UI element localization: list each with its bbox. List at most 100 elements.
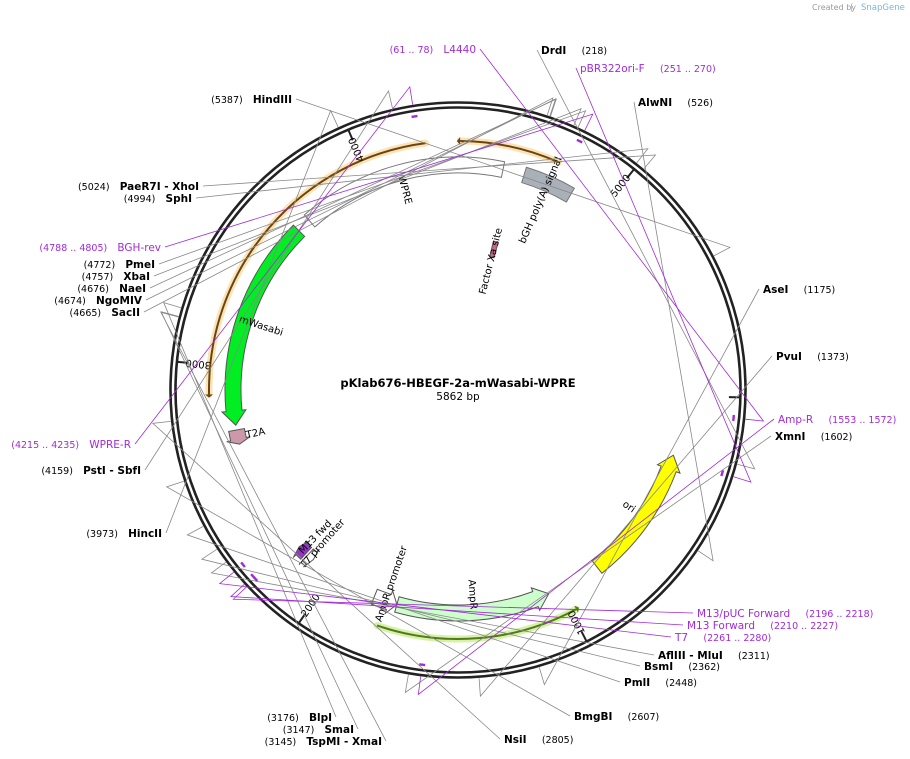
primer-t7[interactable]: T7 (2261 .. 2280) [674,626,771,645]
primer-name-pbr322ori-f: pBR322ori-F [580,63,645,75]
site-leader-pmli [186,526,621,683]
site-nsii[interactable]: NsiI (2805) [504,728,573,747]
site-alwni[interactable]: AlwNI (526) [638,91,713,110]
site-leader-psti-sbfi [144,89,393,471]
site-pos-bsmi: (2362) [688,662,720,673]
site-name-drdi: DrdI [541,45,566,57]
tick-mark-4000 [347,128,354,141]
site-name-paer7i-xhoi: PaeR7I - XhoI [120,181,199,193]
AmpR-primer-arc [376,608,577,640]
plasmid-name: pKlab676-HBEGF-2a-mWasabi-WPRE [340,376,575,390]
site-leader-nsii [151,421,501,740]
site-pos-xbai: (4757) [82,272,114,283]
backbone-inner-strand [174,106,742,674]
primer-name-m13-puc-forward: M13/pUC Forward [697,608,790,620]
primer-pbr322ori-f[interactable]: pBR322ori-F (251 .. 270) [580,57,716,76]
plasmid-length: 5862 bp [436,391,480,403]
primer-labels: (61 .. 78) L4440 pBR322ori-F (251 .. 270)… [11,38,896,645]
site-pmli[interactable]: PmlI (2448) [624,671,697,690]
primer-name-wpre-r: WPRE-R [89,439,131,451]
tick-label-1000: 1000 [567,608,588,636]
feature-M13-fwd[interactable] [292,540,313,560]
site-sacii[interactable]: (4665) SacII [70,301,140,320]
feature-T2A[interactable] [226,427,251,445]
site-drdi[interactable]: DrdI (218) [541,39,607,58]
site-xmni[interactable]: XmnI (1602) [775,425,852,444]
site-leader-sacii [143,97,554,313]
site-paer7i-xhoi[interactable]: (5024) PaeR7I - XhoI [78,175,199,194]
site-leader-hindiii [295,98,731,257]
site-pmei[interactable]: (4772) PmeI [84,253,155,272]
primer-bgh-rev[interactable]: (4788 .. 4805) BGH-rev [39,236,161,255]
primer-name-amp-r: Amp-R [778,414,813,426]
tick-mark-3000 [176,360,189,364]
feature-Factor-Xa[interactable] [489,240,499,259]
credit-text: Created by [812,3,856,12]
site-psti-sbfi[interactable]: (4159) PstI - SbfI [41,459,141,478]
site-hindiii[interactable]: (5387) HindIII [211,88,292,107]
site-leader-tspmi-xmai [160,311,387,742]
site-name-psti-sbfi: PstI - SbfI [83,465,141,477]
tick-label-2000: 2000 [300,592,323,619]
site-pos-pmli: (2448) [665,678,697,689]
primer-mark-pbr322ori-f [720,469,725,477]
site-pos-nsii: (2805) [542,735,574,746]
site-bsmi[interactable]: BsmI (2362) [644,655,720,674]
feature-bGH-polyA[interactable] [521,166,576,203]
site-afliii-mlui[interactable]: AflIII - MluI (2311) [658,644,770,663]
primer-pos-wpre-r: (4215 .. 4235) [11,440,79,451]
primer-pos-bgh-rev: (4788 .. 4805) [39,243,107,254]
site-hincii[interactable]: (3973) HincII [86,522,162,541]
site-ngomiv[interactable]: (4674) NgoMIV [54,289,143,308]
site-name-alwni: AlwNI [638,97,672,109]
primer-wpre-r[interactable]: (4215 .. 4235) WPRE-R [11,433,131,452]
primer-pos-l4440: (61 .. 78) [390,45,434,56]
feature-mWasabi[interactable] [220,224,306,426]
primer-amp-r[interactable]: Amp-R (1553 .. 1572) [778,408,896,427]
site-leader-afliii-mlui [210,561,655,656]
feature-T7-promoter[interactable] [301,548,320,568]
site-smai[interactable]: (3147) SmaI [283,718,354,737]
feature-label-AmpR: AmpR [465,579,478,610]
site-naei[interactable]: (4676) NaeI [77,277,146,296]
site-leader-xmni [404,435,772,694]
feature-label-bGH-polyA: bGH poly(A) signal [517,155,564,245]
primer-name-t7: T7 [674,632,688,644]
site-pos-naei: (4676) [77,284,109,295]
primer-m13-forward[interactable]: M13 Forward (2210 .. 2227) [687,614,838,633]
site-asei[interactable]: AseI (1175) [763,278,835,297]
site-name-sacii: SacII [111,307,140,319]
primer-pos-m13-puc-forward: (2196 .. 2218) [805,609,873,620]
primer-name-bgh-rev: BGH-rev [117,242,161,254]
site-name-asei: AseI [763,284,788,296]
site-pos-psti-sbfi: (4159) [41,466,73,477]
site-blpi[interactable]: (3176) BlpI [267,706,332,725]
site-leader-drdi [536,49,756,470]
primer-m13-puc-forward[interactable]: M13/pUC Forward (2196 .. 2218) [697,602,873,621]
site-name-smai: SmaI [325,724,355,736]
site-pos-pvui: (1373) [817,352,849,363]
WPRE-upper-arc-arrowhead [456,137,461,146]
snapgene-credit: Created by ❲ SnapGene [812,3,905,13]
feature-AmpR-promoter[interactable] [370,588,398,615]
primer-binding-arcs [205,137,580,643]
site-xbai[interactable]: (4757) XbaI [82,265,150,284]
primer-mark-amp-r [419,663,426,667]
site-pvui[interactable]: PvuI (1373) [776,345,849,364]
primer-l4440[interactable]: (61 .. 78) L4440 [390,38,476,57]
primer-leader-bgh-rev [164,113,594,248]
site-name-bmgbi: BmgBI [574,711,612,723]
site-name-sphi: SphI [166,193,192,205]
site-pos-pmei: (4772) [84,260,116,271]
site-leader-bmgbi [165,480,571,717]
primer-pos-amp-r: (1553 .. 1572) [828,415,896,426]
primer-mark-m13-forward [250,573,256,580]
site-bmgbi[interactable]: BmgBI (2607) [574,705,659,724]
site-sphi[interactable]: (4994) SphI [124,187,192,206]
primer-name-m13-forward: M13 Forward [687,620,755,632]
site-tspmi-xmai[interactable]: (3145) TspMI - XmaI [265,730,382,749]
site-pos-sphi: (4994) [124,194,156,205]
feature-WPRE[interactable] [303,156,506,228]
tick-label-3000: 3000 [185,357,211,370]
primer-mark-wpre-r [411,114,418,119]
